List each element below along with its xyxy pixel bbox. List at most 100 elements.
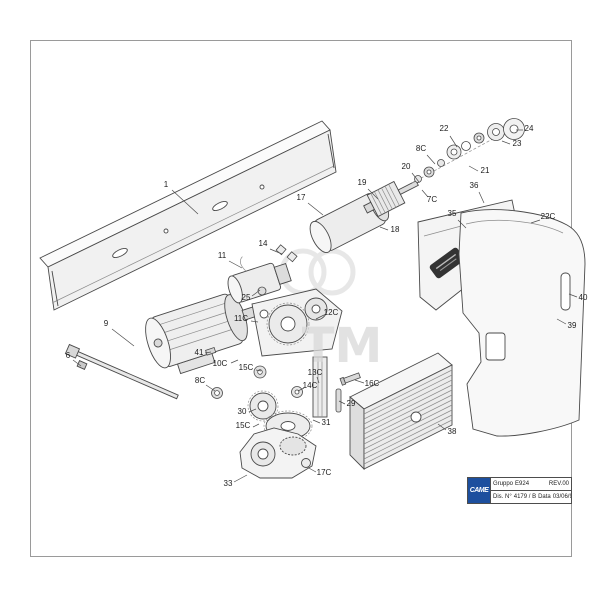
leader-line-35 <box>457 219 467 229</box>
hex-nut <box>211 387 223 399</box>
callout-16C: 16C <box>365 379 380 388</box>
callout-10C: 10C <box>213 359 228 368</box>
drawing-number-value: 4179 / B <box>513 494 537 500</box>
motor <box>145 293 261 375</box>
leader-line-15C <box>255 369 262 372</box>
callout-15C: 15C <box>239 363 254 372</box>
tension-pin <box>335 388 342 413</box>
leader-line-40 <box>568 293 578 298</box>
callout-41: 41 <box>195 348 204 357</box>
guide-channel <box>312 356 328 418</box>
leader-line-18 <box>379 226 389 231</box>
callout-39: 39 <box>568 321 577 330</box>
rotor <box>363 180 419 218</box>
small-pinion <box>253 365 267 379</box>
callout-14C: 14C <box>303 381 318 390</box>
callout-22C: 22C <box>541 212 556 221</box>
date-label: Data <box>538 494 551 500</box>
callout-29: 29 <box>347 399 356 408</box>
callout-9: 9 <box>104 319 109 328</box>
callout-19: 19 <box>358 178 367 187</box>
callout-17C: 17C <box>317 468 332 477</box>
title-block: CAME Gruppo E924 REV.00 Dis. N° 4179 / B… <box>467 477 572 504</box>
leader-line-6 <box>72 359 82 367</box>
leader-line-33 <box>233 474 248 483</box>
callout-22: 22 <box>440 124 449 133</box>
callout-25: 25 <box>242 293 251 302</box>
callout-23: 23 <box>513 139 522 148</box>
leader-line-7C <box>421 189 429 198</box>
base-housing <box>239 427 317 479</box>
title-block-row-group: Gruppo E924 REV.00 <box>491 478 571 490</box>
callout-21: 21 <box>481 166 490 175</box>
callout-8C: 8C <box>416 144 426 153</box>
callout-8C: 8C <box>195 376 205 385</box>
leader-line-22 <box>449 135 458 148</box>
date-value: 03/06/97 <box>552 494 571 500</box>
callout-20: 20 <box>402 162 411 171</box>
group-label: Gruppo <box>493 481 514 487</box>
leader-line-36 <box>478 191 485 204</box>
group-value: E924 <box>515 481 530 487</box>
leader-line-17 <box>307 202 324 216</box>
drawing-number-label: Dis. N° <box>493 494 512 500</box>
leader-line-20 <box>411 172 420 183</box>
leader-line-31 <box>312 419 321 424</box>
leader-line-25 <box>251 289 261 297</box>
grub-screw <box>339 372 361 386</box>
callout-6: 6 <box>66 351 71 360</box>
callout-30: 30 <box>238 407 247 416</box>
callout-18: 18 <box>391 225 400 234</box>
spacer-bush <box>291 386 303 398</box>
shaft-hardware <box>411 118 525 184</box>
leader-line-11C <box>250 320 259 323</box>
callout-38: 38 <box>448 427 457 436</box>
revision-value: REV.00 <box>548 481 569 487</box>
coupling-blocks <box>275 244 298 263</box>
leader-line-29 <box>338 400 346 405</box>
callout-36: 36 <box>470 181 479 190</box>
leader-line-8C <box>426 154 436 165</box>
callout-24: 24 <box>525 124 534 133</box>
leader-line-39 <box>556 318 567 325</box>
rod-pin <box>76 360 88 370</box>
leader-line-11 <box>228 260 243 269</box>
solenoid <box>227 256 292 304</box>
leader-line-41 <box>204 351 212 354</box>
leader-line-30 <box>248 408 257 413</box>
came-logo-text: CAME <box>469 487 489 494</box>
callout-40: 40 <box>579 293 588 302</box>
drive-gears <box>247 390 313 442</box>
leader-line-23 <box>501 140 511 145</box>
title-block-grid: Gruppo E924 REV.00 Dis. N° 4179 / B Data… <box>491 478 571 503</box>
gearbox-plate <box>251 288 343 357</box>
leader-line-38 <box>437 423 447 431</box>
leader-line-10C <box>230 359 239 364</box>
callout-13C: 13C <box>308 368 323 377</box>
pull-rod <box>64 343 179 400</box>
leader-line-16C <box>354 379 365 384</box>
callout-17: 17 <box>297 193 306 202</box>
callout-11: 11 <box>218 251 227 260</box>
leader-line-12C <box>315 314 325 320</box>
leader-line-15C <box>252 423 260 428</box>
leader-line-19 <box>367 188 379 200</box>
callout-14: 14 <box>259 239 268 248</box>
brand-badge <box>429 247 465 279</box>
came-logo: CAME <box>468 478 491 503</box>
title-block-row-drawing: Dis. N° 4179 / B Data 03/06/97 <box>491 490 571 503</box>
leader-line-14C <box>297 387 305 392</box>
watermark-text: ТМ <box>302 318 383 374</box>
callout-35: 35 <box>448 209 457 218</box>
leader-line-1 <box>171 189 199 215</box>
leader-line-13C <box>316 376 320 384</box>
casing-slot <box>560 272 571 311</box>
callout-33: 33 <box>224 479 233 488</box>
callout-11C: 11C <box>234 314 248 323</box>
leader-line-22C <box>530 219 541 224</box>
casing-cutout <box>485 332 506 361</box>
leader-line-9 <box>111 328 135 347</box>
